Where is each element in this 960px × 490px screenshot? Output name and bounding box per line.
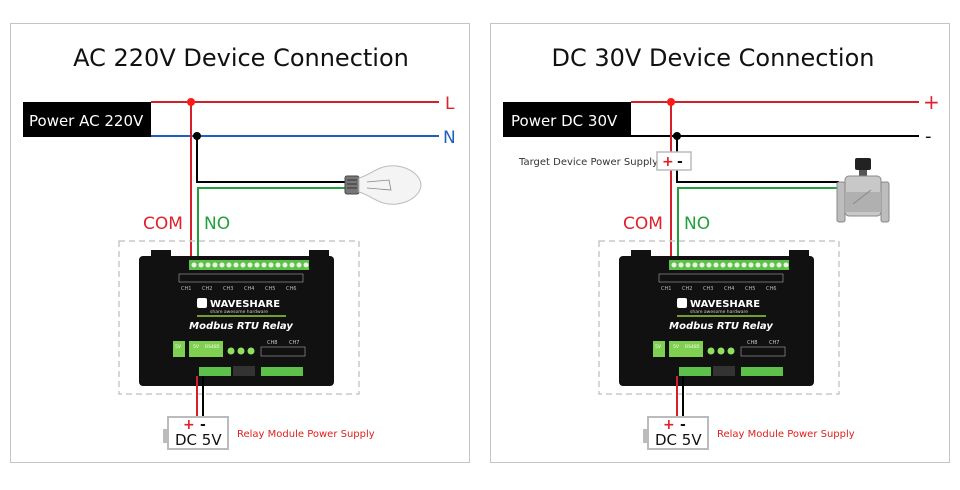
- channel-label: CH5: [265, 286, 275, 292]
- positive-label: +: [923, 90, 940, 114]
- no-wire: [677, 187, 839, 264]
- power-source-box: [23, 102, 151, 137]
- waveshare-logo-icon: [677, 298, 687, 308]
- live-junction-dot: [187, 98, 195, 106]
- channel-label: CH2: [202, 286, 212, 292]
- positive-junction-dot: [667, 98, 675, 106]
- port-label: 5V: [673, 344, 680, 350]
- bottom-terminal-block: [261, 367, 303, 376]
- power-source-box: [503, 102, 631, 137]
- power-source-label: Power AC 220V: [29, 112, 144, 130]
- bottom-terminal-block: [741, 367, 783, 376]
- relay-module: CH1 CH2 CH3 CH4 CH5 CH6 WAVESHARE share …: [619, 250, 814, 386]
- port-label: 5V: [655, 344, 662, 350]
- neutral-junction-dot: [193, 132, 201, 140]
- channel-label: CH2: [682, 286, 692, 292]
- channel-label: CH6: [286, 286, 296, 292]
- no-label: NO: [204, 214, 230, 234]
- module-body: [619, 256, 814, 386]
- target-supply-minus: -: [677, 154, 683, 170]
- channel-label: CH8: [747, 340, 757, 346]
- brand-tagline: share awesome hardware: [210, 309, 268, 315]
- brand-name: WAVESHARE: [210, 299, 280, 310]
- status-led: [727, 347, 735, 355]
- supply-plus: +: [663, 417, 675, 433]
- com-label: COM: [623, 214, 663, 234]
- channel-label: CH3: [223, 286, 233, 292]
- relay-supply-caption: Relay Module Power Supply: [237, 429, 375, 440]
- negative-label: -: [925, 126, 932, 147]
- target-supply-caption: Target Device Power Supply: [518, 157, 658, 168]
- channel-label: CH4: [244, 286, 254, 292]
- relay-supply-caption: Relay Module Power Supply: [717, 429, 855, 440]
- live-label: L: [445, 94, 455, 114]
- no-label: NO: [684, 214, 710, 234]
- dc-diagram: DC 30V Device Connection Power DC 30V + …: [503, 44, 940, 450]
- status-led: [247, 347, 255, 355]
- neutral-to-load-wire: [196, 136, 345, 183]
- com-label: COM: [143, 214, 183, 234]
- channel-label: CH7: [769, 340, 779, 346]
- module-outline: [118, 240, 360, 395]
- target-supply-box: [656, 151, 692, 171]
- neutral-label: N: [443, 128, 456, 148]
- channel-label: CH3: [703, 286, 713, 292]
- supply-voltage: DC 5V: [175, 431, 222, 449]
- dc-connection-panel: DC 30V Device Connection Power DC 30V + …: [490, 23, 950, 463]
- module-model: Modbus RTU Relay: [189, 321, 293, 332]
- channel-label: CH7: [289, 340, 299, 346]
- channel-label: CH8: [267, 340, 277, 346]
- waveshare-logo-icon: [197, 298, 207, 308]
- power-terminal-block: [679, 367, 711, 376]
- negative-junction-dot: [673, 132, 681, 140]
- relay-module: CH1 CH2 CH3 CH4 CH5 CH6 WAVESHARE share …: [139, 250, 334, 386]
- port-label: RS485: [685, 344, 700, 350]
- supply-minus: -: [680, 417, 686, 433]
- status-led: [237, 347, 245, 355]
- no-wire: [197, 187, 345, 264]
- brand-name: WAVESHARE: [690, 299, 760, 310]
- port-label: 5V: [175, 344, 182, 350]
- status-led: [717, 347, 725, 355]
- channel-label: CH4: [724, 286, 734, 292]
- dc-panel-title: DC 30V Device Connection: [552, 44, 875, 72]
- solenoid-valve-icon: [836, 158, 890, 223]
- supply-voltage: DC 5V: [655, 431, 702, 449]
- port-label: 5V: [193, 344, 200, 350]
- ac-panel-title: AC 220V Device Connection: [73, 44, 409, 72]
- negative-to-load-wire: [676, 136, 839, 183]
- ac-diagram: AC 220V Device Connection Power AC 220V …: [23, 44, 456, 450]
- power-source-label: Power DC 30V: [511, 112, 618, 130]
- module-body: [139, 256, 334, 386]
- channel-label: CH5: [745, 286, 755, 292]
- brand-tagline: share awesome hardware: [690, 309, 748, 315]
- module-outline: [598, 240, 840, 395]
- dc-5v-power-supply: + - DC 5V: [163, 416, 229, 450]
- channel-label: CH1: [181, 286, 191, 292]
- channel-label: CH1: [661, 286, 671, 292]
- ac-connection-panel: AC 220V Device Connection Power AC 220V …: [10, 23, 470, 463]
- target-supply-plus: +: [662, 154, 674, 170]
- supply-plus: +: [183, 417, 195, 433]
- supply-minus: -: [200, 417, 206, 433]
- light-bulb-icon: [344, 165, 422, 205]
- status-led: [707, 347, 715, 355]
- dc-5v-power-supply: + - DC 5V: [643, 416, 709, 450]
- channel-label: CH6: [766, 286, 776, 292]
- status-led: [227, 347, 235, 355]
- module-model: Modbus RTU Relay: [669, 321, 773, 332]
- power-terminal-block: [199, 367, 231, 376]
- port-label: RS485: [205, 344, 220, 350]
